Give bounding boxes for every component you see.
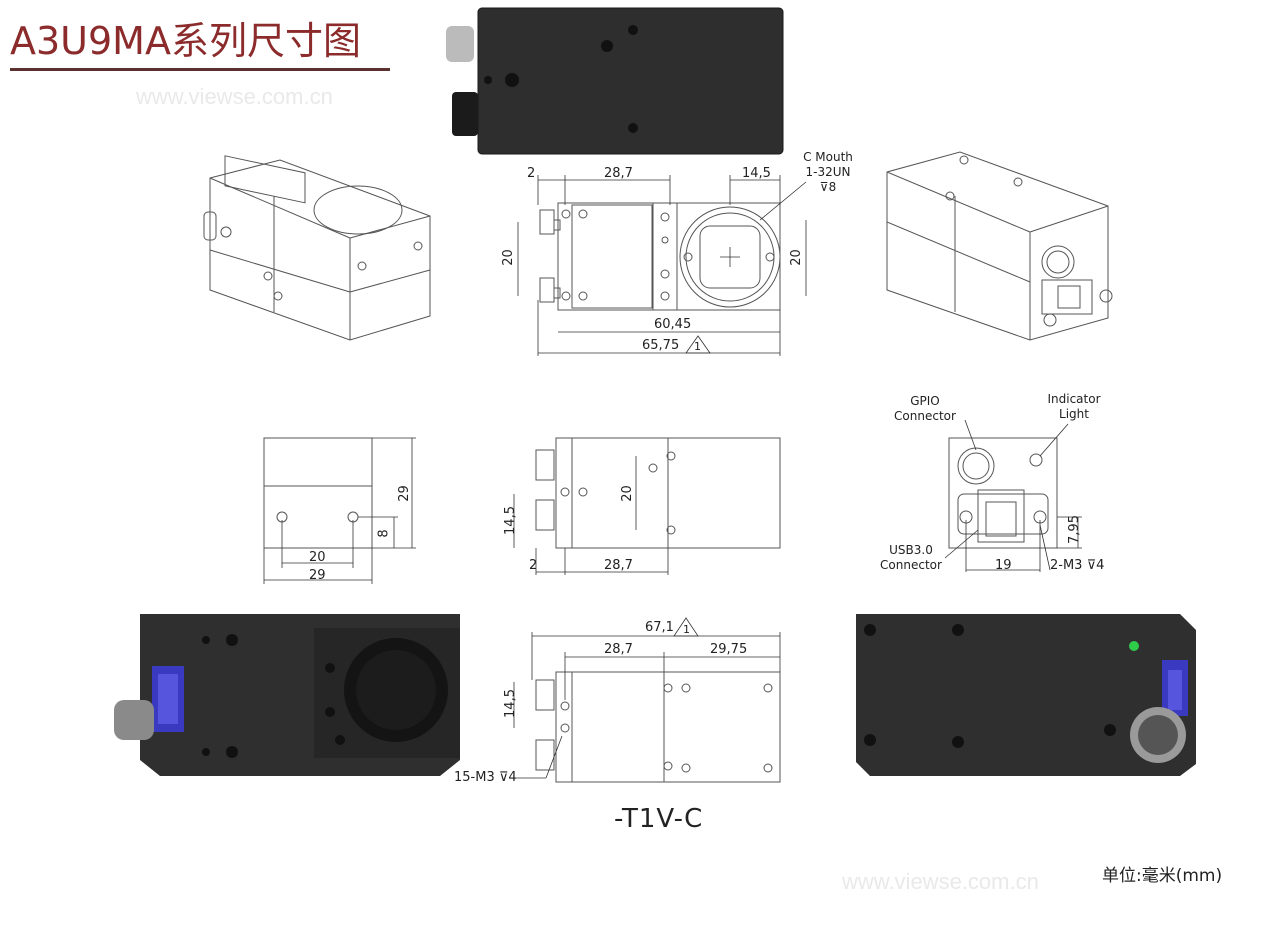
callout-2-m3: 2-M3 ⊽4 <box>1050 558 1105 573</box>
usb-label-1: USB3.0 <box>889 543 933 557</box>
title-underline <box>10 68 390 71</box>
dim-rear-19: 19 <box>995 558 1012 573</box>
watermark-bottom: www.viewse.com.cn <box>842 869 1039 894</box>
indicator-label-1: Indicator <box>1047 392 1101 406</box>
dim-side-20: 20 <box>309 550 326 565</box>
datum-1-top: 1 <box>694 340 701 353</box>
dim-center-2: 2 <box>529 558 538 573</box>
dim-front-20-right: 20 <box>788 249 804 266</box>
dim-center-14-5: 14,5 <box>502 506 518 535</box>
dim-front-2: 2 <box>527 166 536 181</box>
top-view-drawing <box>510 617 781 783</box>
dim-front-65-75: 65,75 <box>642 338 680 353</box>
c-mouth-label: C Mouth <box>803 150 853 164</box>
dim-side-29: 29 <box>396 485 412 502</box>
callout-gpio: GPIO Connector <box>890 394 960 424</box>
dim-top-29-75: 29,75 <box>710 642 748 657</box>
indicator-label-2: Light <box>1059 407 1089 421</box>
dim-front-60-45: 60,45 <box>654 317 692 332</box>
model-suffix: -T1V-C <box>614 804 704 834</box>
side-view-left <box>263 437 416 584</box>
iso-view-left <box>203 155 431 341</box>
dim-rear-7-95: 7,95 <box>1066 515 1082 544</box>
usb-label-2: Connector <box>880 558 942 572</box>
dim-top-28-7: 28,7 <box>604 642 633 657</box>
watermark-top: www.viewse.com.cn <box>136 84 333 109</box>
rear-view-drawing <box>944 419 1082 572</box>
side-view-center <box>513 437 781 575</box>
page-title: A3U9MA系列尺寸图 <box>10 19 361 63</box>
c-mouth-thread: 1-32UN ⊽8 <box>805 165 851 194</box>
photo-camera-bottom-left <box>114 614 460 776</box>
dim-side-29-bottom: 29 <box>309 568 326 583</box>
dim-top-67-1: 67,1 <box>645 620 674 635</box>
gpio-label-1: GPIO <box>910 394 940 408</box>
callout-15-m3: 15-M3 ⊽4 <box>454 770 517 785</box>
dim-front-28-7: 28,7 <box>604 166 633 181</box>
dim-front-20-left: 20 <box>500 249 516 266</box>
gpio-label-2: Connector <box>894 409 956 423</box>
dim-center-28-7: 28,7 <box>604 558 633 573</box>
callout-c-mouth: C Mouth 1-32UN ⊽8 <box>796 150 860 195</box>
callout-usb: USB3.0 Connector <box>876 543 946 573</box>
iso-view-right <box>886 151 1113 341</box>
dim-front-14-5: 14,5 <box>742 166 771 181</box>
datum-1-bottom: 1 <box>683 623 690 636</box>
photo-camera-bottom-right <box>856 614 1196 776</box>
callout-indicator: Indicator Light <box>1042 392 1106 422</box>
front-view-drawing <box>517 175 807 356</box>
dim-side-8: 8 <box>376 529 392 538</box>
unit-note: 单位:毫米(mm) <box>1102 866 1223 886</box>
dim-top-14-5: 14,5 <box>502 689 518 718</box>
dim-center-20: 20 <box>619 485 635 502</box>
photo-camera-top <box>446 7 784 155</box>
